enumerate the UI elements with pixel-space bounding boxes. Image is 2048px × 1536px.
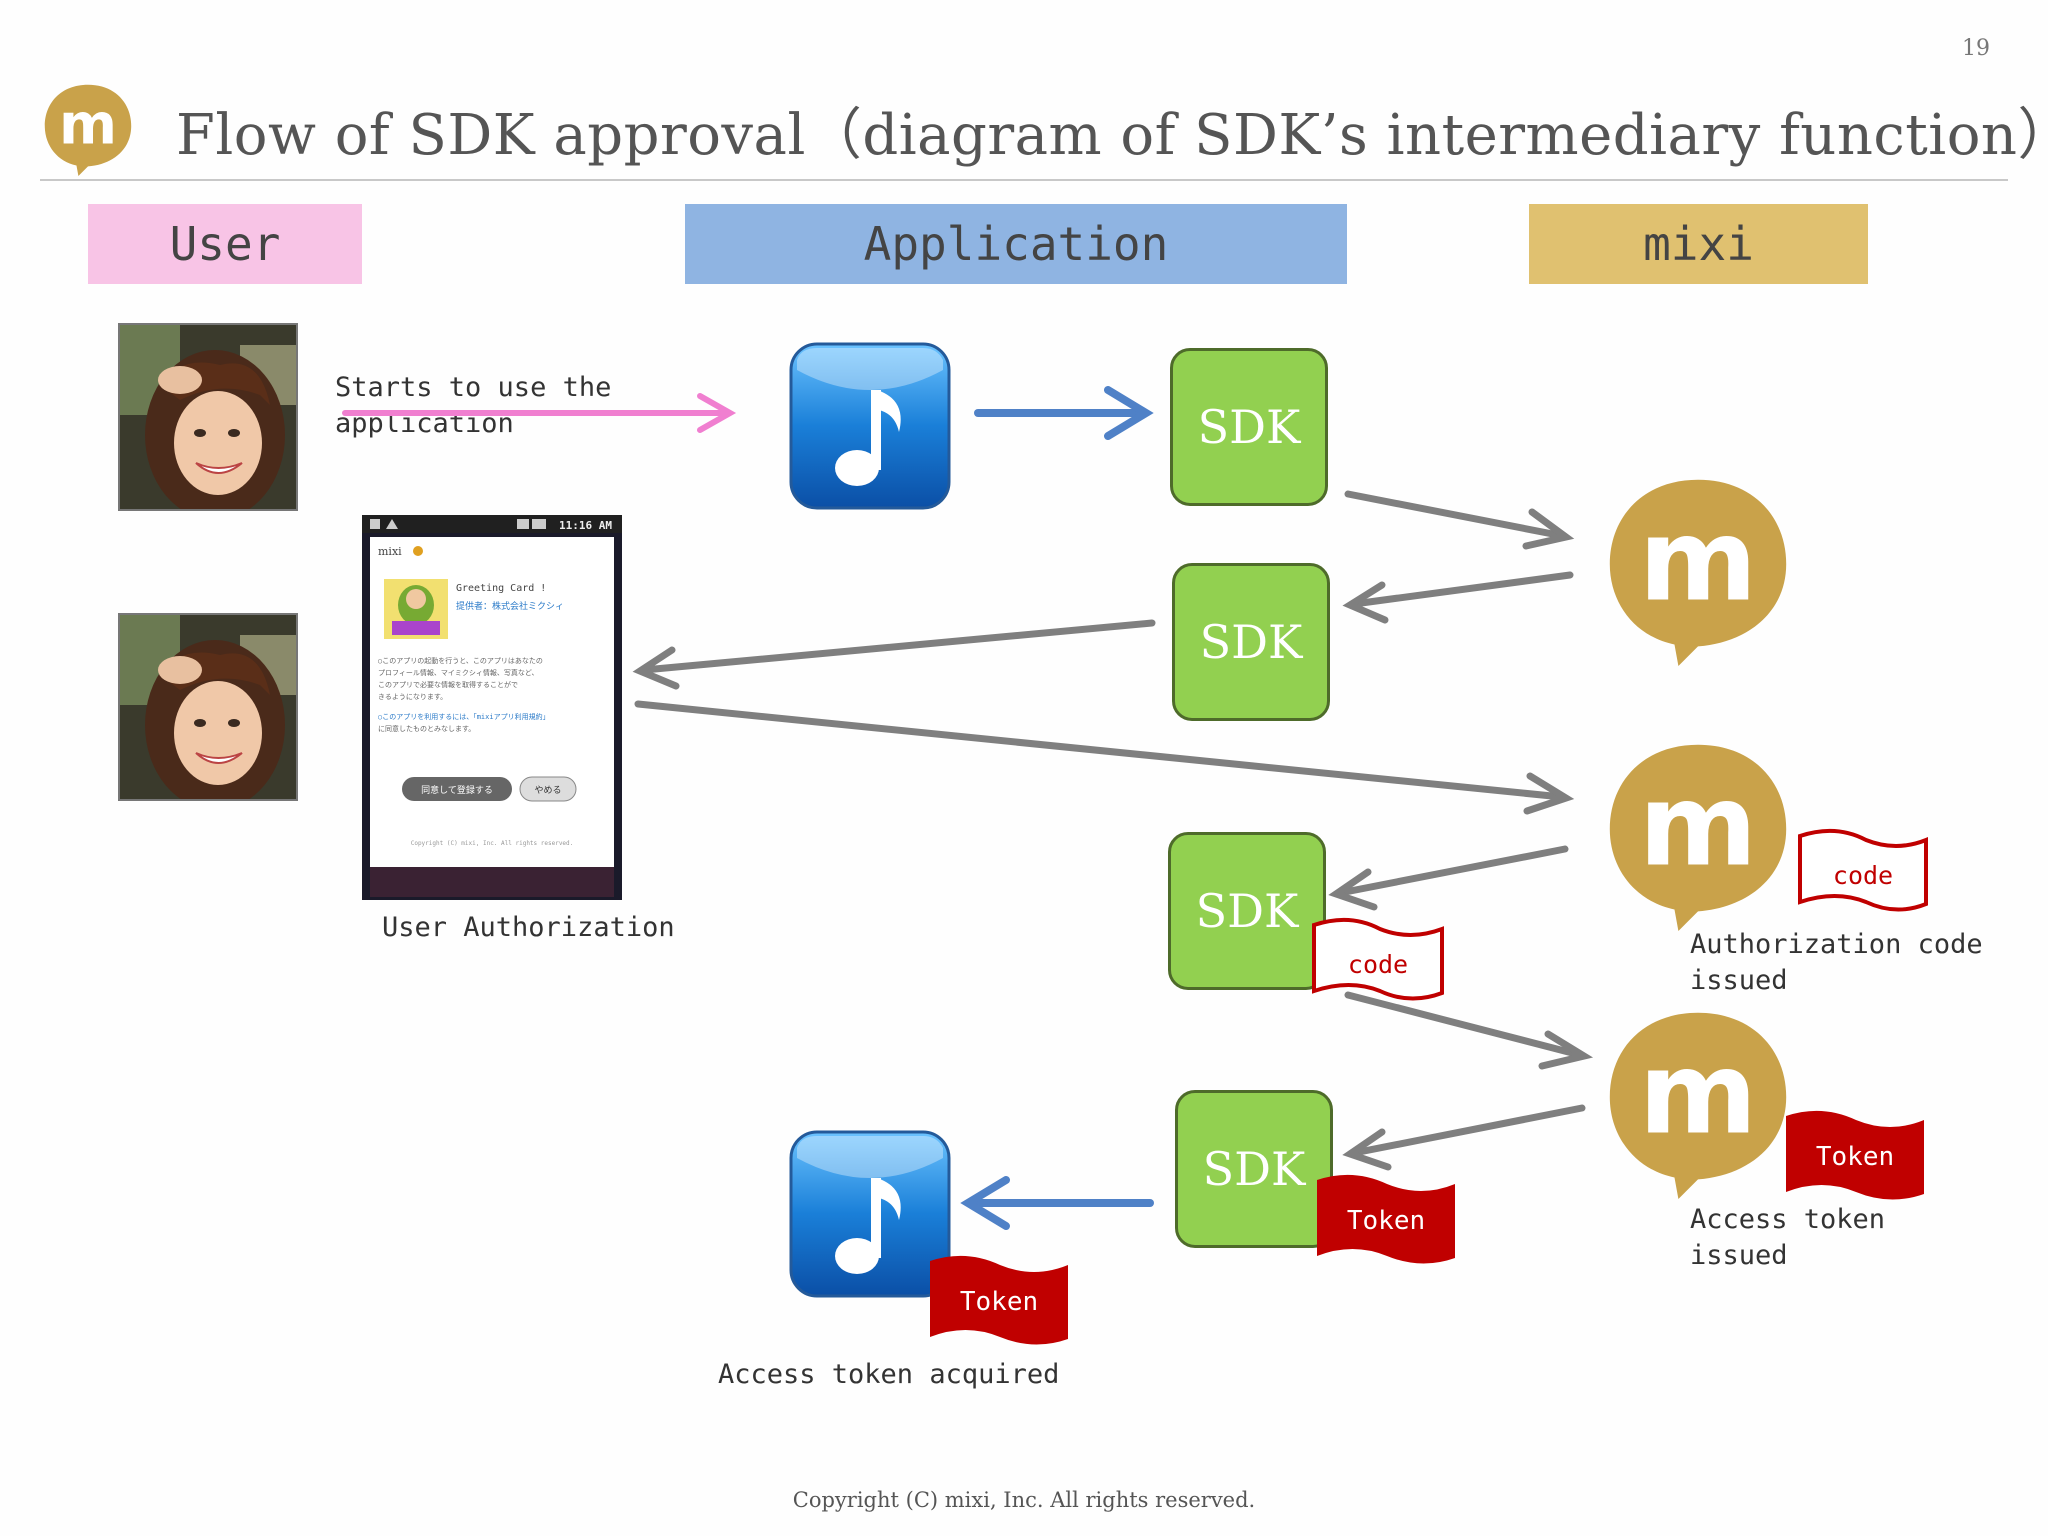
logo-letter: m xyxy=(1639,493,1757,626)
logo-letter: m xyxy=(1639,758,1757,891)
token-flag-icon: Token xyxy=(1786,1110,1924,1200)
phone-brand: mixi xyxy=(378,545,402,558)
mixi-logo-icon: m xyxy=(1609,744,1787,931)
token-label: Token xyxy=(960,1287,1038,1317)
lane-user: User xyxy=(88,204,362,284)
arrow-start-app xyxy=(342,393,737,433)
arrow-sdk-to-auth-screen xyxy=(632,619,1156,690)
phone-approve-button: 同意して登録する xyxy=(421,784,493,796)
access-token-issued-line1: Access token xyxy=(1690,1204,1886,1235)
phone-copyright: Copyright (C) mixi, Inc. All rights rese… xyxy=(411,840,574,847)
access-token-acquired-label: Access token acquired xyxy=(718,1359,1060,1390)
token-label: Token xyxy=(1347,1206,1425,1236)
phone-body-line: きるようになります。 xyxy=(378,693,447,701)
user-authorization-label: User Authorization xyxy=(382,912,675,943)
phone-body-line: ○このアプリの起動を行うと、このアプリはあなたの xyxy=(378,656,543,665)
phone-body-line: このアプリで必要な情報を取得することがで xyxy=(378,680,518,689)
footer-copyright: Copyright (C) mixi, Inc. All rights rese… xyxy=(792,1488,1256,1512)
sdk-box: SDK xyxy=(1168,832,1326,990)
arrow-mixi-to-sdk-2 xyxy=(1342,571,1574,624)
phone-cancel-button: やめる xyxy=(534,785,561,796)
phone-card-sub: 提供者：株式会社ミクシィ xyxy=(456,600,564,612)
arrow-sdk-to-mixi-1 xyxy=(1344,490,1575,550)
token-flag-icon: Token xyxy=(930,1255,1068,1345)
arrow-mixi-code-to-sdk xyxy=(1328,845,1569,911)
phone-body-line: プロフィール情報、マイミクシィ情報、写真など、 xyxy=(378,668,539,677)
user-photo xyxy=(118,323,298,511)
code-flag-icon: code xyxy=(1798,828,1928,912)
access-token-issued-line2: issued xyxy=(1690,1240,1788,1271)
page-title: Flow of SDK approval（diagram of SDK’s in… xyxy=(176,103,2048,168)
starts-label-line1: Starts to use the xyxy=(335,372,612,403)
phone-card-title: Greeting Card ! xyxy=(456,583,546,594)
arrow-auth-screen-to-mixi xyxy=(634,700,1575,815)
token-label: Token xyxy=(1816,1142,1894,1172)
arrow-mixi-token-to-sdk xyxy=(1342,1104,1586,1171)
phone-status-time: 11:16 AM xyxy=(559,519,612,532)
arrow-sdk-to-app-token xyxy=(960,1176,1154,1230)
token-flag-icon: Token xyxy=(1317,1174,1455,1264)
page-number: 19 xyxy=(1962,36,1990,61)
arrow-app-sdk xyxy=(974,386,1154,440)
auth-code-issued-line1: Authorization code xyxy=(1690,929,1983,960)
lane-application: Application xyxy=(685,204,1347,284)
mixi-logo-icon: m xyxy=(1609,479,1787,666)
logo-letter: m xyxy=(59,92,117,157)
sdk-box: SDK xyxy=(1170,348,1328,506)
authorization-screen: 11:16 AM mixi Greeting Card ! 提供者：株式会社ミク… xyxy=(362,515,622,900)
auth-code-issued-line2: issued xyxy=(1690,965,1788,996)
code-flag-icon: code xyxy=(1312,917,1444,1001)
code-label: code xyxy=(1348,950,1408,979)
code-label: code xyxy=(1833,861,1893,890)
mixi-logo-icon: m xyxy=(44,84,132,176)
lane-mixi: mixi xyxy=(1529,204,1868,284)
sdk-box: SDK xyxy=(1175,1090,1333,1248)
music-note-icon xyxy=(789,342,951,510)
phone-body-line: に同意したものとみなします。 xyxy=(378,724,475,733)
user-photo xyxy=(118,613,298,801)
mixi-logo-icon: m xyxy=(1609,1012,1787,1199)
arrow-sdk-to-mixi-token xyxy=(1344,991,1594,1070)
title-divider xyxy=(40,179,2008,181)
phone-body-line: ○このアプリを利用するには、「mixiアプリ利用規約」 xyxy=(378,712,550,721)
music-note-icon xyxy=(789,1130,951,1298)
logo-letter: m xyxy=(1639,1026,1757,1159)
sdk-box: SDK xyxy=(1172,563,1330,721)
